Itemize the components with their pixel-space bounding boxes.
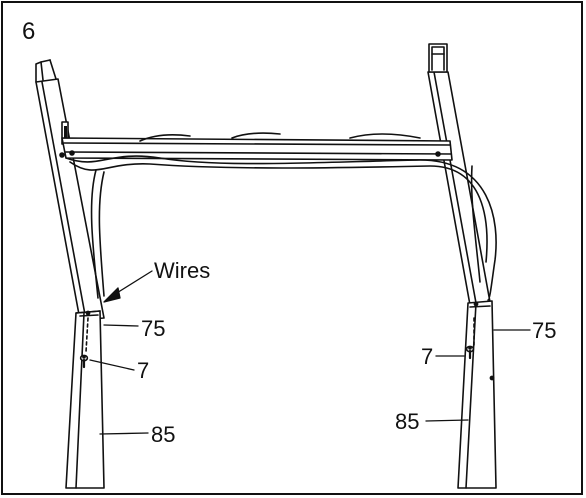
- part-85-left-label: 85: [151, 422, 176, 447]
- right-upright-75: [427, 43, 491, 306]
- wires-label: Wires: [154, 258, 211, 283]
- part-7-left-label: 7: [137, 358, 150, 383]
- part-7-right-label: 7: [421, 344, 434, 369]
- crossbar: [61, 132, 453, 161]
- right-lower-upright-85: [457, 300, 497, 489]
- left-lower-upright-85: [65, 310, 105, 489]
- step-number: 6: [22, 18, 36, 45]
- part-75-left-label: 75: [141, 316, 166, 341]
- left-screw-7: [79, 354, 89, 369]
- leader-lines: [89, 270, 531, 435]
- wires: [65, 155, 497, 301]
- part-75-right-label: 75: [532, 318, 557, 343]
- right-screw-7: [465, 345, 475, 360]
- left-upright-75: [35, 59, 105, 321]
- part-85-right-label: 85: [395, 409, 420, 434]
